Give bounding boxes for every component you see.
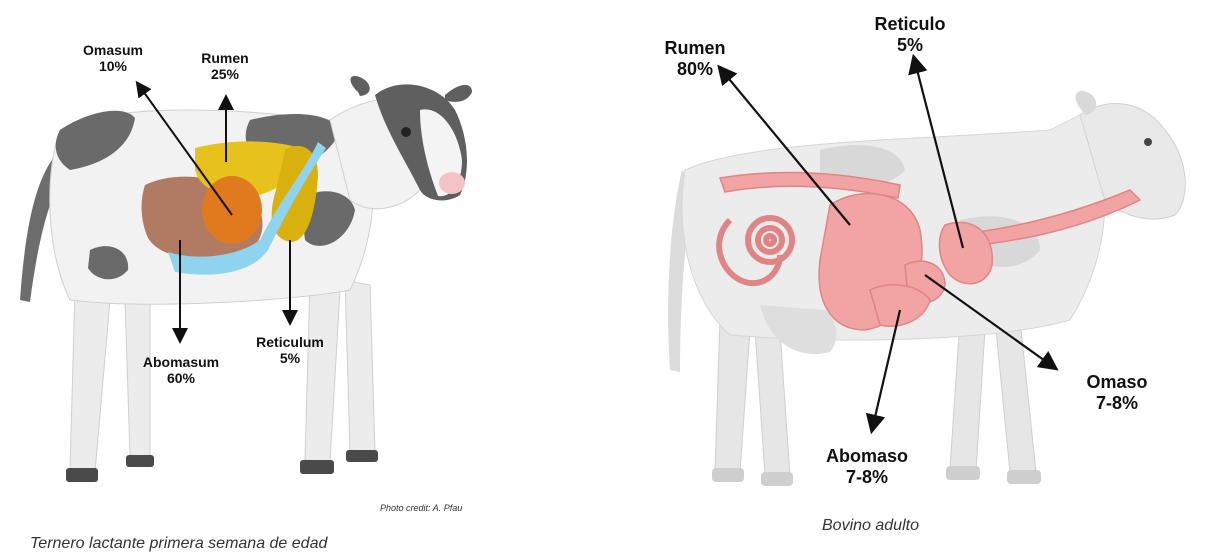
cow-caption: Bovino adulto (822, 517, 919, 535)
calf-omasum-name: Omasum (78, 42, 148, 58)
calf-reticulum-value: 5% (250, 350, 330, 366)
calf-rumen-name: Rumen (195, 50, 255, 66)
calf-ear-right (445, 85, 472, 102)
cow-omaso-value: 7-8% (1072, 393, 1162, 414)
cow-abomaso-value: 7-8% (812, 467, 922, 488)
calf-label-omasum: Omasum 10% (78, 42, 148, 74)
cow-label-abomaso: Abomaso 7-8% (812, 446, 922, 487)
cow-label-rumen: Rumen 80% (655, 38, 735, 79)
cow-eye (1144, 138, 1152, 146)
calf-nose (439, 172, 465, 194)
calf-eye (401, 127, 411, 137)
calf-rumen-value: 25% (195, 66, 255, 82)
calf-hooves (66, 450, 378, 482)
cow-omaso-name: Omaso (1072, 372, 1162, 393)
calf-label-rumen: Rumen 25% (195, 50, 255, 82)
cow-label-reticulo: Reticulo 5% (860, 14, 960, 55)
calf-omasum-value: 10% (78, 58, 148, 74)
cow-rumen-value: 80% (655, 59, 735, 80)
cow-abomaso-name: Abomaso (812, 446, 922, 467)
calf-illustration (0, 0, 600, 560)
calf-ear-left (351, 76, 370, 96)
calf-abomasum-value: 60% (136, 370, 226, 386)
cow-rumen-name: Rumen (655, 38, 735, 59)
calf-label-reticulum: Reticulum 5% (250, 334, 330, 366)
photo-credit: Photo credit: A. Pfau (380, 503, 462, 513)
calf-diagram: Omasum 10% Rumen 25% Reticulum 5% Abomas… (0, 0, 600, 560)
cow-reticulo-name: Reticulo (860, 14, 960, 35)
calf-reticulum-name: Reticulum (250, 334, 330, 350)
cow-diagram: Rumen 80% Reticulo 5% Omaso 7-8% Abomaso… (600, 0, 1217, 560)
cow-label-omaso: Omaso 7-8% (1072, 372, 1162, 413)
cow-reticulo-value: 5% (860, 35, 960, 56)
calf-caption: Ternero lactante primera semana de edad (30, 535, 327, 553)
calf-abomasum-name: Abomasum (136, 354, 226, 370)
calf-label-abomasum: Abomasum 60% (136, 354, 226, 386)
